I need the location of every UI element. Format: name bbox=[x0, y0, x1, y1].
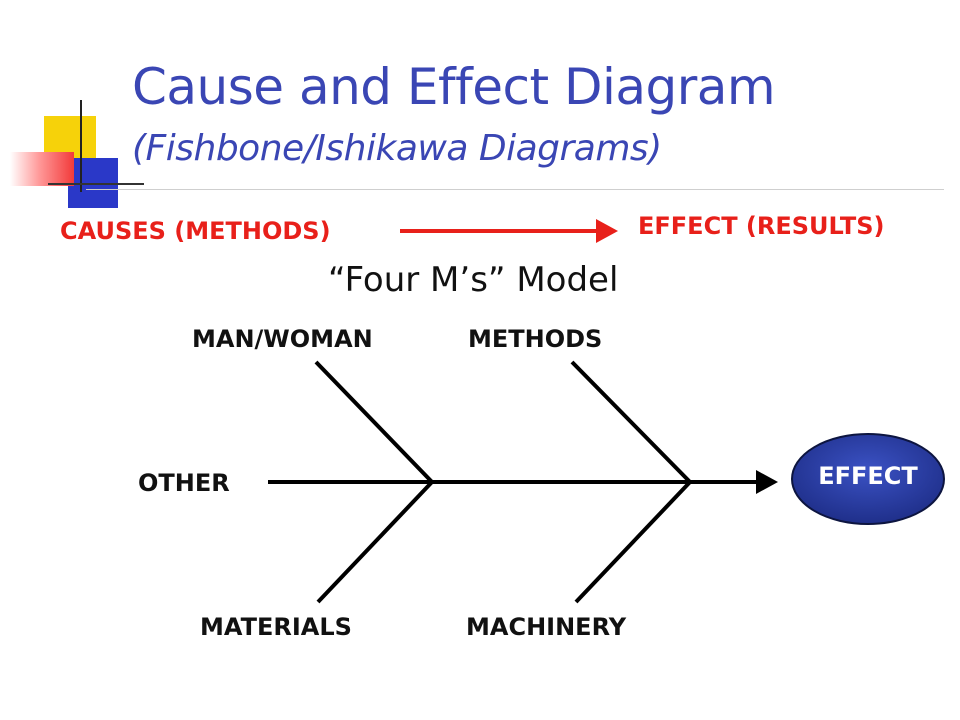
decor-red-gradient-bar bbox=[10, 152, 74, 186]
bone-label-machinery: MACHINERY bbox=[466, 613, 627, 641]
fishbone-spine bbox=[268, 470, 778, 494]
causes-effect-arrow bbox=[400, 219, 618, 243]
spine-arrow-head bbox=[756, 470, 778, 494]
decor-horizontal-line bbox=[48, 183, 144, 185]
bone-machinery bbox=[574, 480, 692, 604]
title-underline bbox=[86, 189, 944, 190]
bone-materials bbox=[316, 480, 434, 604]
bone-label-other: OTHER bbox=[138, 469, 230, 497]
bone-methods bbox=[570, 360, 692, 484]
effect-ellipse bbox=[791, 433, 945, 525]
causes-label: CAUSES (METHODS) bbox=[60, 217, 331, 245]
bone-label-materials: MATERIALS bbox=[200, 613, 352, 641]
model-title: “Four M’s” Model bbox=[328, 260, 619, 300]
bone-label-methods: METHODS bbox=[468, 325, 603, 353]
slide-title: Cause and Effect Diagram bbox=[132, 58, 776, 116]
effect-results-label: EFFECT (RESULTS) bbox=[638, 212, 885, 240]
effect-label: EFFECT bbox=[818, 462, 918, 490]
bone-man bbox=[314, 360, 434, 484]
slide-subtitle: (Fishbone/Ishikawa Diagrams) bbox=[132, 128, 662, 169]
causes-arrow-head bbox=[596, 219, 618, 243]
decor-vertical-line bbox=[80, 100, 82, 192]
bone-label-man: MAN/WOMAN bbox=[192, 325, 373, 353]
